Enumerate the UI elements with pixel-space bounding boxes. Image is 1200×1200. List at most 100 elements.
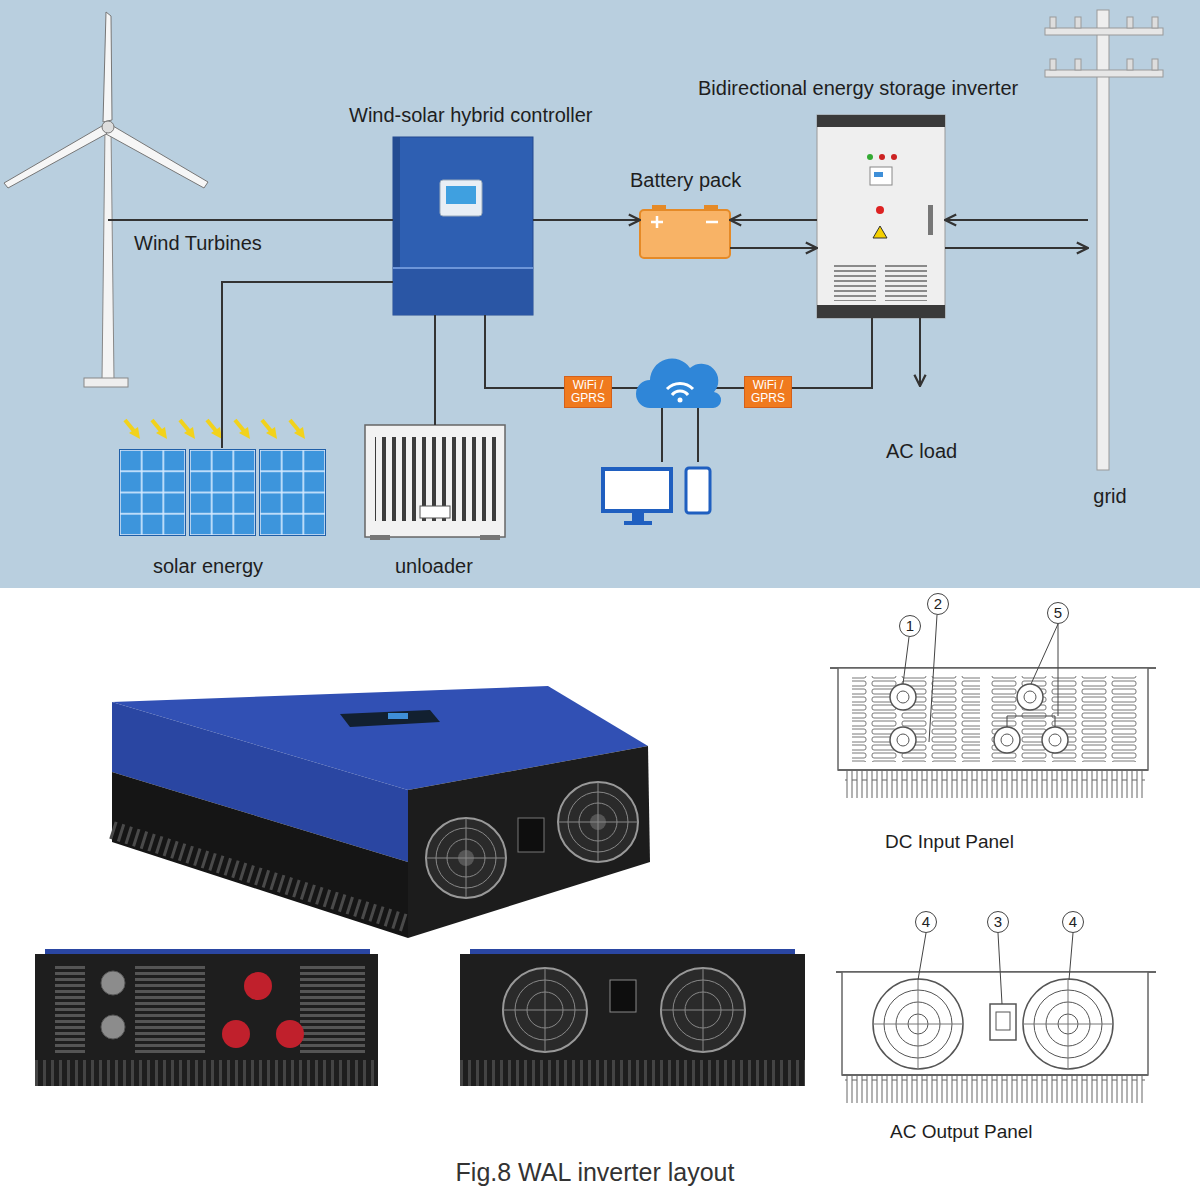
wifi-tag: WiFi / GPRS — [564, 376, 612, 408]
solar-panel-drawing — [190, 450, 255, 535]
inverter-cabinet — [879, 154, 885, 160]
solar-panel-drawing — [120, 450, 325, 535]
inverter-photo — [388, 713, 408, 719]
unloader-drawing — [365, 425, 505, 540]
inverter-cabinet — [817, 115, 945, 127]
utility-pole — [1127, 59, 1133, 70]
utility-pole — [1045, 28, 1163, 35]
inverter-cabinet — [891, 154, 897, 160]
utility-pole — [1045, 70, 1163, 77]
sun-rays — [290, 420, 305, 439]
dc-panel-drawing — [830, 668, 1156, 798]
connector-line — [533, 219, 640, 221]
node-label: Bidirectional energy storage inverter — [698, 77, 1018, 100]
cloud-network — [697, 408, 699, 462]
sun-rays — [262, 420, 277, 439]
wind-turbine-drawing — [84, 378, 128, 387]
leader-lines — [1069, 933, 1073, 980]
connector-line — [222, 282, 393, 448]
inverter-cabinet — [834, 265, 876, 301]
inverter-photo — [426, 818, 506, 898]
dc-input-panel: DC Input Panel — [830, 660, 1160, 855]
dc-panel-photo — [101, 971, 125, 995]
wind-turbine-drawing — [4, 126, 108, 188]
node-label: AC Output Panel — [890, 1120, 1033, 1143]
ac-load-arrow — [919, 318, 921, 386]
dc-panel-photo — [222, 1020, 250, 1048]
ac-panel-photo — [460, 1060, 805, 1086]
wind-turbine: Wind Turbines — [100, 220, 280, 260]
dc-panel-drawing — [1001, 734, 1013, 746]
dc-panel-drawing — [890, 727, 916, 753]
callout-number: 2 — [927, 593, 949, 615]
wind-turbine-drawing — [102, 128, 114, 380]
unloader-drawing — [480, 535, 500, 540]
dc-panel-photo — [35, 954, 378, 1086]
ac-panel-drawing — [990, 1004, 1016, 1040]
ac-panel-drawing — [836, 972, 1156, 1103]
leader-lines — [918, 933, 926, 980]
utility-pole — [1050, 17, 1056, 28]
hybrid-controller: Wind-solar hybrid controller — [393, 137, 533, 315]
node-label: solar energy — [153, 555, 263, 578]
sun-rays — [235, 420, 250, 439]
dc-panel-drawing — [1049, 734, 1061, 746]
connector-line — [730, 219, 817, 221]
solar-panel-drawing — [260, 450, 325, 535]
utility-pole — [1152, 17, 1158, 28]
connector-line — [434, 315, 436, 425]
dc-panel-drawing — [897, 691, 909, 703]
inverter-cabinet — [817, 115, 945, 318]
solar-panel-drawing — [120, 450, 185, 535]
ac-panel-photo — [460, 954, 805, 1086]
inverter-photo — [112, 772, 408, 938]
inverter-photo — [112, 686, 650, 938]
leader-lines — [903, 637, 909, 684]
tag-label: WiFi / GPRS — [565, 379, 611, 405]
node-label: Battery pack — [630, 169, 741, 192]
wifi-tag: WiFi / GPRS — [744, 376, 792, 408]
cloud-network — [603, 469, 671, 511]
inverter-photo — [518, 818, 544, 852]
dc-panel-photo — [101, 1015, 125, 1039]
dc-panel-photo — [35, 949, 378, 1086]
cloud-network — [678, 398, 683, 403]
battery-drawing — [651, 216, 718, 228]
controller-drawing — [393, 268, 533, 315]
controller-drawing — [393, 137, 533, 315]
leader-lines — [1007, 624, 1058, 727]
leader-lines — [1031, 624, 1058, 684]
unloader-drawing — [420, 506, 450, 518]
battery-pack: Battery pack — [640, 210, 730, 258]
ac-output-panel: AC Output Panel — [835, 965, 1160, 1145]
inverter-cabinet — [867, 154, 873, 160]
controller-drawing — [393, 267, 533, 269]
node-label: Wind Turbines — [134, 232, 262, 255]
connector-line — [730, 247, 817, 249]
callout-number: 5 — [1047, 602, 1069, 624]
dc-panel-drawing — [1024, 691, 1036, 703]
node-label: grid — [1078, 485, 1142, 508]
callout-number: 4 — [915, 911, 937, 933]
unloader-drawing — [365, 425, 505, 537]
utility-pole — [1127, 17, 1133, 28]
dc-panel-drawing — [838, 769, 1148, 771]
cloud-network — [714, 387, 744, 389]
dc-panel-drawing — [990, 676, 1140, 762]
inverter-cabinet — [873, 226, 887, 238]
dc-panel-photo — [276, 1020, 304, 1048]
solar-panel-drawing — [120, 450, 185, 535]
ac-panel-photo — [460, 949, 805, 1086]
cloud-network — [661, 408, 663, 462]
cloud-network — [667, 383, 693, 395]
inverter-photo — [558, 782, 638, 862]
top-background — [0, 0, 1200, 588]
cloud-network — [686, 468, 710, 513]
ac-load-arrow — [920, 318, 921, 386]
inverter-photo — [426, 818, 506, 898]
dc-panel-drawing — [890, 684, 916, 710]
sun-rays — [125, 420, 305, 439]
note-label: AC load — [886, 440, 957, 463]
wind-turbine-drawing — [4, 12, 208, 387]
